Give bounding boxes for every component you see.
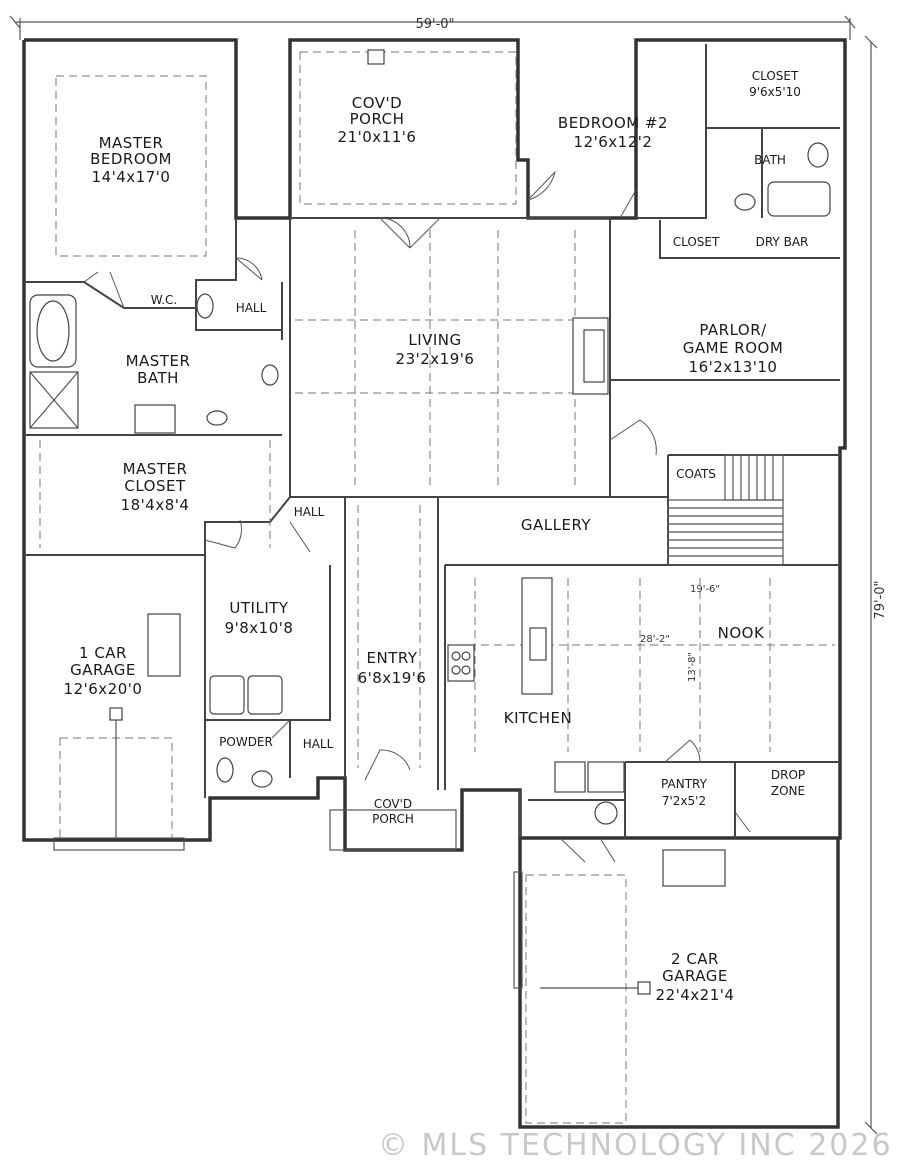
dryer-icon	[247, 675, 283, 715]
fixtures	[29, 49, 831, 995]
room-label-hall-mid: HALL	[294, 505, 325, 519]
room-label-covd-porch-front-2: PORCH	[372, 812, 414, 826]
dimension-kitchen-depth: 13'-8"	[687, 652, 698, 682]
room-label-entry: ENTRY	[367, 649, 418, 667]
room-size-master-bedroom: 14'4x17'0	[92, 168, 171, 186]
dimension-kitchen-nook-width: 28'-2"	[640, 634, 670, 645]
room-label-garage-2: 2 CAR	[671, 950, 719, 968]
overall-width-dimension: 59'-0"	[415, 17, 454, 32]
room-label-master-bedroom: MASTER	[99, 134, 164, 152]
room-label-powder: POWDER	[219, 735, 273, 749]
room-label-pantry: PANTRY	[661, 777, 708, 791]
room-size-bedroom-2: 12'6x12'2	[574, 133, 653, 151]
room-size-covd-porch-rear: 21'0x11'6	[338, 128, 417, 146]
room-size-parlor: 16'2x13'10	[689, 358, 778, 376]
room-label-drop-zone-2: ZONE	[771, 784, 805, 798]
sink-icon	[251, 770, 273, 788]
room-size-garage-1: 12'6x20'0	[64, 680, 143, 698]
room-label-garage-2-2: GARAGE	[662, 967, 728, 985]
toilet-icon	[216, 757, 234, 783]
room-label-kitchen: KITCHEN	[504, 709, 573, 727]
dimension-lines	[9, 15, 878, 1135]
room-label-hall-lower: HALL	[303, 737, 334, 751]
toilet-icon	[196, 293, 214, 319]
water-heater-icon	[594, 801, 618, 825]
room-size-closet-br2: 9'6x5'10	[749, 85, 801, 99]
garage-door-openings	[53, 809, 523, 989]
exterior-walls	[22, 38, 847, 1129]
room-label-nook: NOOK	[718, 624, 765, 642]
room-size-master-closet: 18'4x8'4	[121, 496, 190, 514]
room-label-hall-upper: HALL	[236, 301, 267, 315]
sink-icon	[261, 364, 279, 386]
room-label-closet-br2: CLOSET	[752, 69, 799, 83]
room-label-master-closet: MASTER	[123, 460, 188, 478]
room-label-master-bath: MASTER	[126, 352, 191, 370]
bathtub-icon	[767, 181, 831, 217]
room-label-coats: COATS	[676, 467, 716, 481]
dimension-nook-width: 19'-6"	[690, 584, 720, 595]
washer-icon	[209, 675, 245, 715]
room-size-entry: 6'8x19'6	[358, 669, 427, 687]
room-label-master-bath-2: BATH	[137, 369, 179, 387]
room-size-garage-2: 22'4x21'4	[656, 986, 735, 1004]
room-label-wc: W.C.	[151, 293, 178, 307]
room-label-living: LIVING	[408, 331, 461, 349]
room-label-garage-1: 1 CAR	[79, 644, 127, 662]
room-label-closet-small: CLOSET	[673, 235, 720, 249]
room-label-covd-porch-rear-2: PORCH	[350, 110, 405, 128]
room-label-dry-bar: DRY BAR	[756, 235, 809, 249]
staircase	[667, 454, 784, 566]
room-label-covd-porch-front: COV'D	[374, 797, 412, 811]
room-size-living: 23'2x19'6	[396, 350, 475, 368]
room-label-covd-porch-rear: COV'D	[352, 94, 402, 112]
room-label-garage-1-2: GARAGE	[70, 661, 136, 679]
overall-depth-dimension: 79'-0"	[873, 580, 888, 619]
room-label-bedroom-2: BEDROOM #2	[558, 114, 668, 132]
room-label-gallery: GALLERY	[521, 516, 592, 534]
room-size-utility: 9'8x10'8	[225, 619, 294, 637]
room-label-parlor-2: GAME ROOM	[683, 339, 784, 357]
door-swings	[83, 170, 751, 863]
watermark: © MLS TECHNOLOGY INC 2026	[378, 1128, 893, 1163]
room-label-bath: BATH	[754, 153, 786, 167]
room-label-master-closet-2: CLOSET	[124, 477, 186, 495]
ceiling-lines	[39, 51, 835, 1124]
room-label-utility: UTILITY	[229, 599, 289, 617]
room-label-drop-zone: DROP	[771, 768, 805, 782]
cooktop-icon	[447, 644, 475, 682]
room-size-pantry: 7'2x5'2	[662, 794, 706, 808]
room-label-parlor: PARLOR/	[699, 321, 767, 339]
room-label-master-bedroom-2: BEDROOM	[90, 150, 172, 168]
